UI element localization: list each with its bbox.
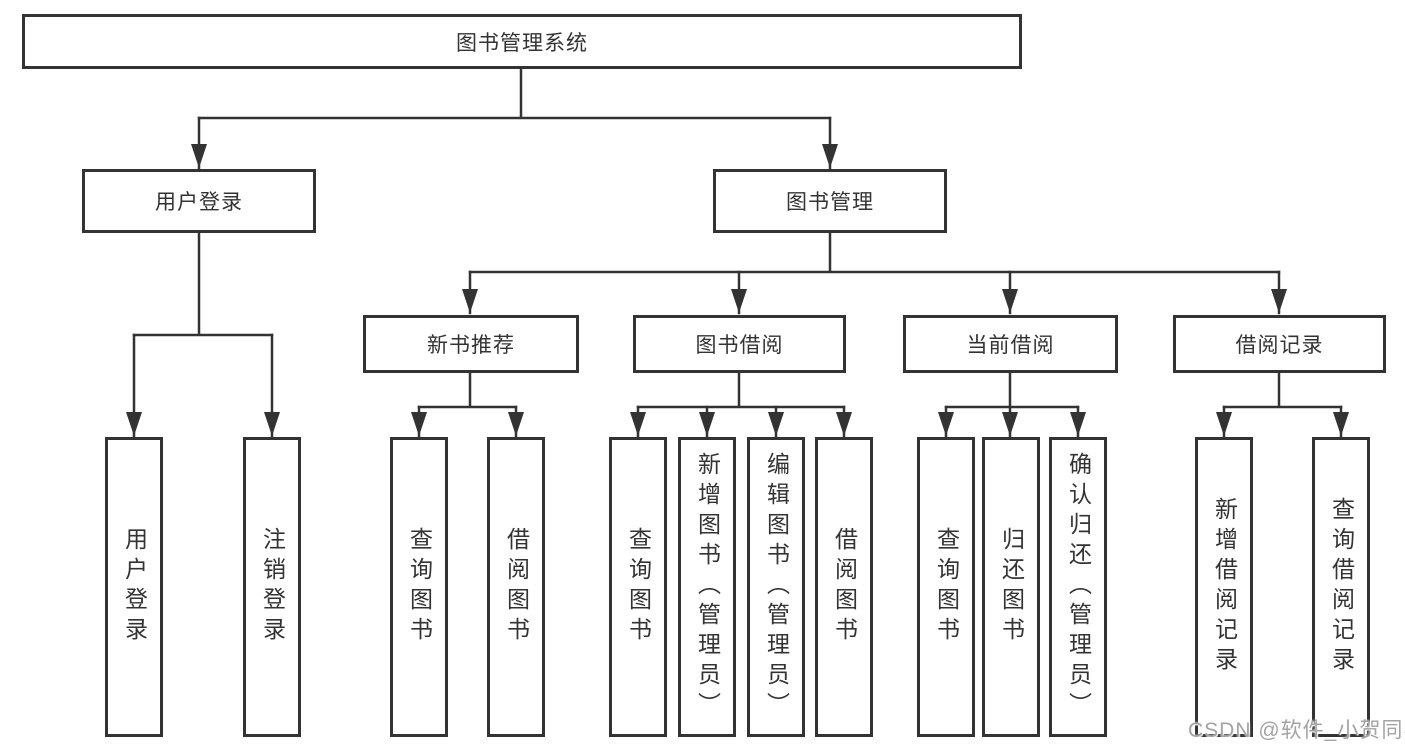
leaf-query-books-recommendation: 查询图书 [390, 437, 448, 737]
leaf-return-books: 归还图书 [982, 437, 1040, 737]
node-borrowing-records: 借阅记录 [1173, 315, 1386, 373]
node-label: 借阅记录 [1235, 334, 1324, 357]
node-label: 新增图书（管理员） [694, 452, 721, 722]
node-label: 借阅图书 [831, 527, 858, 647]
node-label: 新增借阅记录 [1211, 497, 1238, 677]
node-label: 用户登录 [155, 191, 243, 214]
leaf-query-borrow-record: 查询借阅记录 [1312, 437, 1370, 737]
node-new-book-recommendation: 新书推荐 [363, 315, 579, 373]
node-label: 查询图书 [933, 527, 960, 647]
node-label: 新书推荐 [427, 334, 515, 357]
node-label: 查询图书 [625, 527, 652, 647]
leaf-logout: 注销登录 [243, 437, 301, 737]
leaf-confirm-return-admin: 确认归还（管理员） [1049, 437, 1107, 737]
node-book-management: 图书管理 [713, 169, 947, 233]
csdn-watermark: CSDN @软件_小贺同学 [1188, 719, 1405, 742]
node-label: 图书管理系统 [456, 31, 588, 55]
leaf-query-books-current: 查询图书 [917, 437, 975, 737]
node-label: 编辑图书（管理员） [763, 452, 790, 722]
node-current-borrowing: 当前借阅 [903, 315, 1118, 373]
leaf-borrow-books-recommendation: 借阅图书 [487, 437, 545, 737]
node-library-management-system: 图书管理系统 [22, 14, 1022, 69]
leaf-query-books-borrowing: 查询图书 [609, 437, 667, 737]
node-label: 确认归还（管理员） [1065, 452, 1092, 722]
node-label: 图书管理 [786, 191, 874, 214]
node-label: 借阅图书 [503, 527, 530, 647]
node-label: 用户登录 [121, 527, 148, 647]
leaf-add-borrow-record: 新增借阅记录 [1195, 437, 1253, 737]
node-label: 查询借阅记录 [1328, 497, 1355, 677]
node-label: 归还图书 [998, 527, 1025, 647]
leaf-add-book-admin: 新增图书（管理员） [678, 437, 736, 737]
node-user-login: 用户登录 [82, 169, 316, 233]
node-label: 查询图书 [406, 527, 433, 647]
leaf-user-login: 用户登录 [105, 437, 163, 737]
node-book-borrowing: 图书借阅 [633, 315, 846, 373]
node-label: 图书借阅 [695, 334, 784, 357]
node-label: 当前借阅 [966, 334, 1055, 357]
leaf-borrow-books-borrowing: 借阅图书 [815, 437, 873, 737]
leaf-edit-book-admin: 编辑图书（管理员） [747, 437, 805, 737]
node-label: 注销登录 [259, 527, 286, 647]
